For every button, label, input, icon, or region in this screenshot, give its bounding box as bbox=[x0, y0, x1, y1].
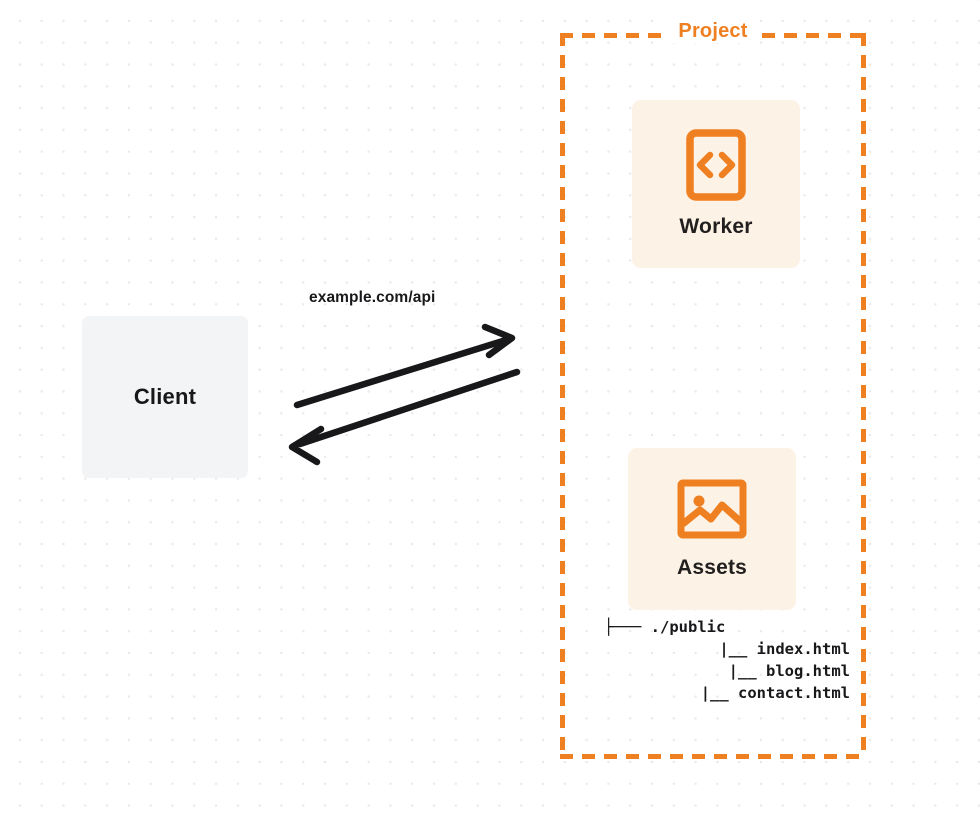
file-tree-row: |__ contact.html bbox=[604, 682, 850, 704]
code-brackets-icon bbox=[686, 129, 746, 201]
image-picture-icon bbox=[677, 478, 747, 540]
assets-card-label: Assets bbox=[676, 556, 748, 579]
client-node: Client bbox=[82, 316, 248, 478]
file-tree-prefix: |__ bbox=[728, 662, 766, 680]
project-border-right bbox=[861, 33, 866, 759]
file-tree-row: |__ blog.html bbox=[604, 660, 850, 682]
worker-card: Worker bbox=[632, 100, 800, 268]
project-border-top-left bbox=[560, 33, 664, 38]
project-boundary: Project Worker Assets bbox=[560, 20, 866, 759]
project-border-bottom bbox=[560, 754, 866, 759]
assets-card: Assets bbox=[628, 448, 796, 610]
file-tree-name: blog.html bbox=[766, 662, 850, 680]
file-tree-prefix: ├─── bbox=[604, 618, 651, 636]
file-tree-name: ./public bbox=[650, 618, 726, 636]
file-tree-prefix: |__ bbox=[719, 640, 757, 658]
file-tree-row: ├─── ./public bbox=[604, 616, 850, 638]
file-tree-name: contact.html bbox=[738, 684, 850, 702]
response-arrow-icon bbox=[288, 368, 521, 466]
file-tree-name: index.html bbox=[756, 640, 850, 658]
project-title: Project bbox=[671, 20, 755, 43]
file-tree-row: |__ index.html bbox=[604, 638, 850, 660]
file-tree-prefix: |__ bbox=[700, 684, 739, 702]
assets-file-tree: ├─── ./public |__ index.html |__ blog.ht… bbox=[604, 616, 850, 704]
project-border-top-right bbox=[762, 33, 866, 38]
project-border-left bbox=[560, 33, 565, 759]
request-arrow-icon bbox=[293, 323, 516, 409]
worker-card-label: Worker bbox=[679, 215, 753, 238]
request-url-label: example.com/api bbox=[309, 289, 436, 306]
client-node-label: Client bbox=[133, 384, 197, 409]
